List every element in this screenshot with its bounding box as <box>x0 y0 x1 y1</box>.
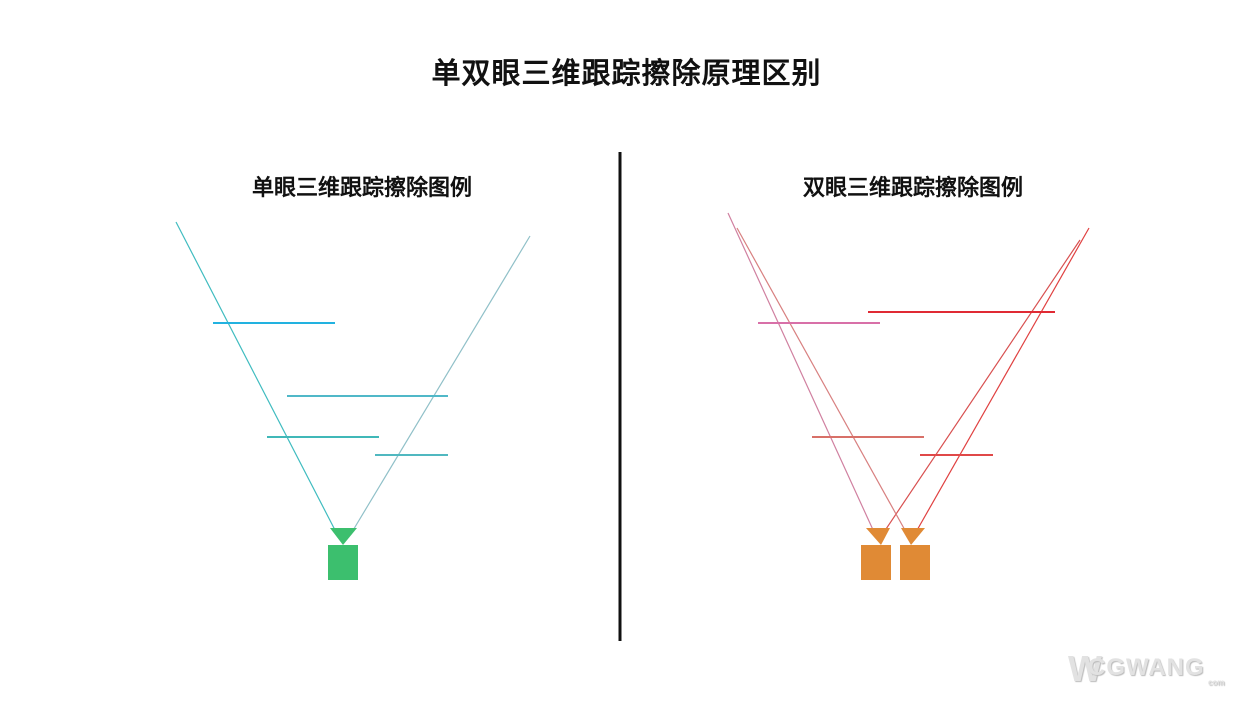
right-camera-ray-right <box>915 227 1090 533</box>
page-title: 单双眼三维跟踪擦除原理区别 <box>431 56 822 90</box>
monocular-label: 单眼三维跟踪擦除图例 <box>251 176 472 201</box>
binocular-label: 双眼三维跟踪擦除图例 <box>802 176 1023 201</box>
sight-ray-left <box>175 221 337 533</box>
right-camera-icon <box>900 528 930 580</box>
depth-lines <box>165 264 510 456</box>
left-camera-icon <box>861 528 891 580</box>
depth-lines <box>710 264 1055 456</box>
right-camera-ray-left <box>736 227 907 533</box>
binocular-diagram <box>710 212 1090 580</box>
camera-icon <box>328 528 358 580</box>
left-camera-ray-right <box>883 239 1081 533</box>
sight-ray-right <box>351 235 531 533</box>
monocular-diagram <box>165 221 531 580</box>
left-camera-ray-left <box>727 212 875 533</box>
watermark-w: W <box>1068 648 1102 689</box>
watermark-brand: CGWANG <box>1088 654 1205 681</box>
watermark-domain: com <box>1208 678 1225 687</box>
